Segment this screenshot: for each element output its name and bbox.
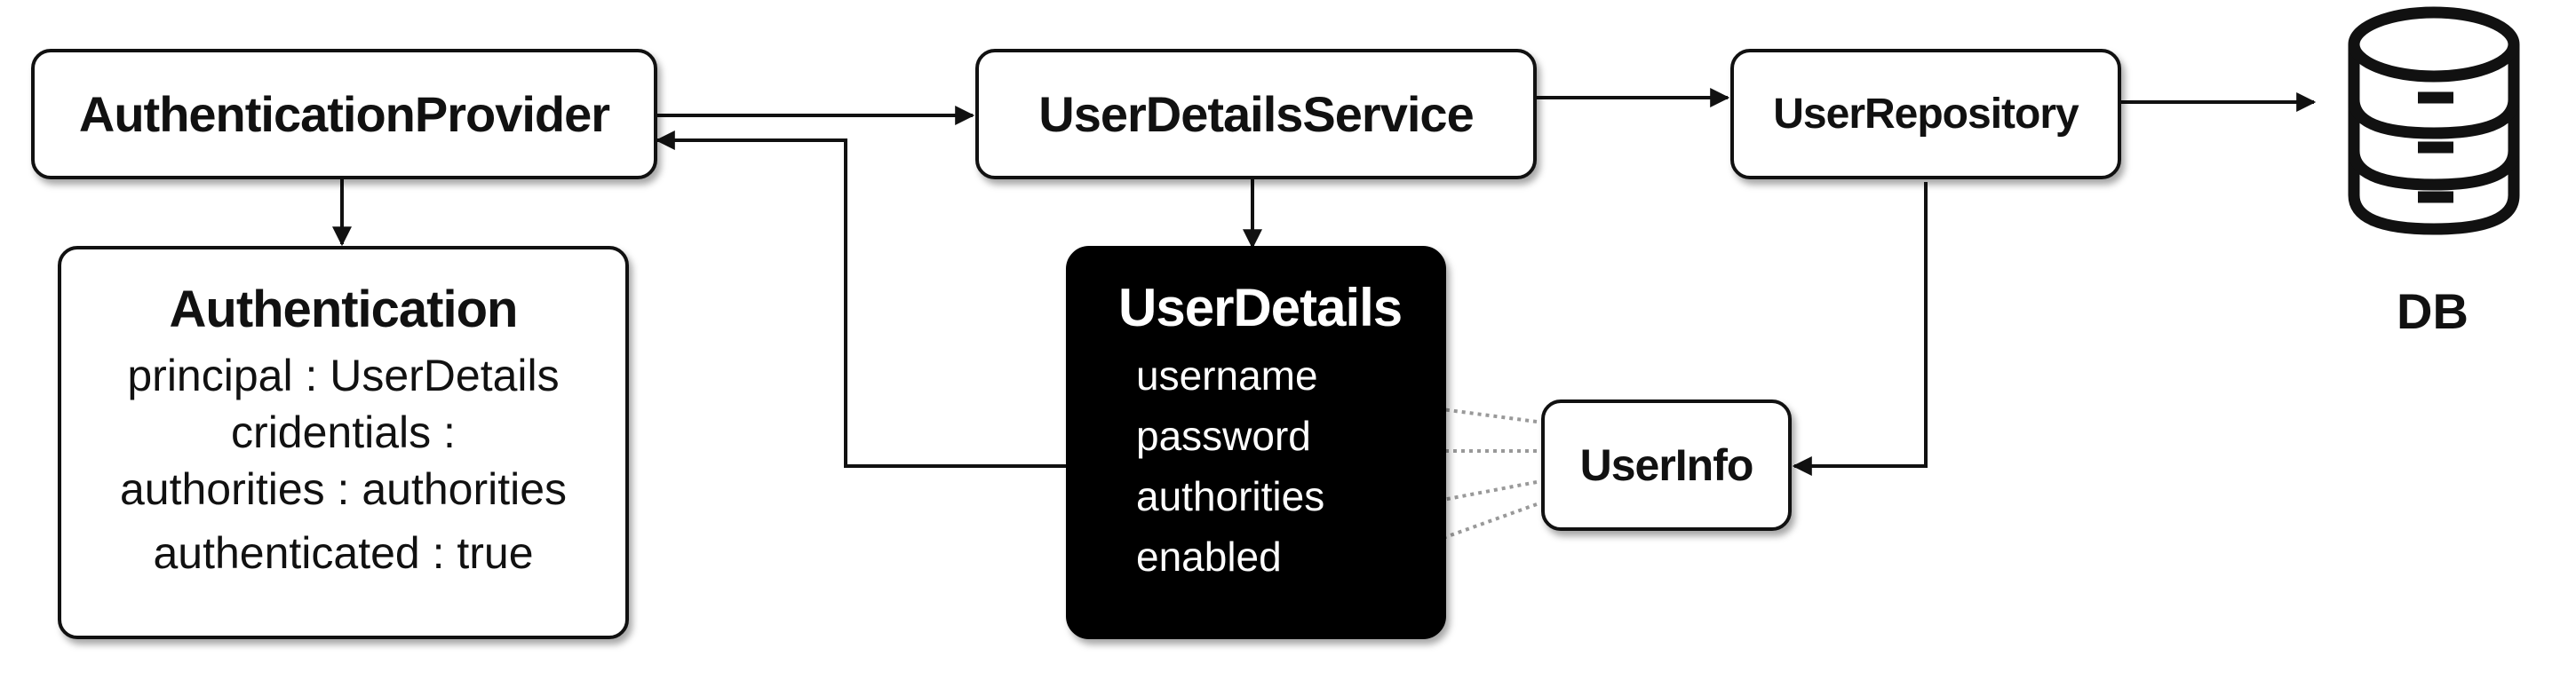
database-icon [2348,6,2520,235]
arrow-repository-to-userinfo [1792,182,1928,476]
authentication-box: Authentication principal : UserDetails c… [58,246,629,639]
user-details-field-enabled: enabled [1136,534,1282,580]
user-details-service-box: UserDetailsService [975,49,1537,179]
user-repository-box: UserRepository [1730,49,2121,179]
user-details-box: UserDetails username password authoritie… [1066,246,1446,639]
authentication-title: Authentication [169,281,519,338]
authentication-line-cridentials: cridentials : [231,407,456,457]
user-details-field-authorities: authorities [1136,473,1325,519]
arrow-userdetails-to-provider [655,130,1066,468]
mapping-link-authorities [1337,480,1538,526]
db-label: DB [2397,283,2469,339]
user-repository-label: UserRepository [1773,91,2079,138]
user-details-field-username: username [1136,352,1318,399]
authentication-provider-box: AuthenticationProvider [31,49,657,179]
user-info-label: UserInfo [1579,440,1754,490]
user-details-service-label: UserDetailsService [1038,86,1474,142]
authentication-line-principal: principal : UserDetails [127,351,560,400]
user-info-box: UserInfo [1541,399,1792,531]
user-details-field-password: password [1136,413,1311,459]
authentication-line-authorities: authorities : authorities [119,464,568,514]
authentication-line-authenticated: authenticated : true [153,528,534,578]
user-details-title: UserDetails [1118,278,1403,337]
authentication-provider-label: AuthenticationProvider [78,86,610,142]
